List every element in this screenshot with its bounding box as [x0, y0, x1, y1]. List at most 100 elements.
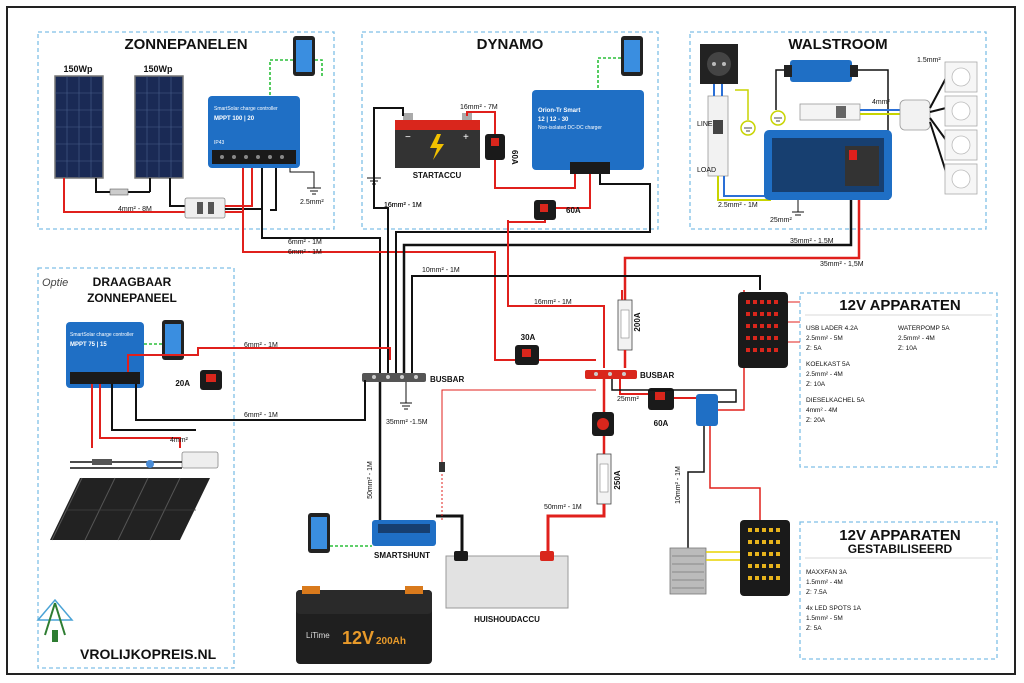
apps-stab-subtitle: GESTABILISEERD	[848, 542, 953, 556]
portable-cable-label: 4mm²	[170, 437, 189, 444]
shore-cable3-label: 4mm²	[872, 99, 891, 106]
start-battery-label: STARTACCU	[413, 171, 462, 180]
brand-logo	[36, 598, 74, 642]
portable-title-2: ZONNEPANEEL	[87, 291, 177, 305]
lithium-battery: LiTime 12V 200Ah	[296, 586, 432, 664]
solar-panel-2	[134, 75, 184, 179]
app-3-name: WATERPOMP 5A	[898, 325, 950, 332]
app-3-fuse: Z: 10A	[898, 345, 918, 352]
diagram-frame	[6, 6, 1016, 675]
mppt-75-15-controller: SmartSolar charge controller MPPT 75 | 1…	[66, 322, 144, 388]
mppt-controller-line1: SmartSolar charge controller	[214, 106, 278, 112]
ground-cable-label: 35mm² -1.5M	[386, 419, 428, 426]
orion-line1: Orion-Tr Smart	[538, 108, 580, 114]
wall-sockets	[944, 61, 978, 195]
orion-line3: Non-isolated DC-DC charger	[538, 125, 602, 131]
multiplus-inverter-charger	[764, 130, 892, 200]
app-2-fuse: Z: 20A	[806, 417, 826, 424]
app-2-name: DIESELKACHEL 5A	[806, 397, 865, 404]
orion-line2: 12 | 12 - 30	[538, 117, 569, 123]
apps-title: 12V APPARATEN	[839, 297, 960, 314]
app-list: USB LADER 4.2A 2.5mm² - 5M Z: 5A KOELKAS…	[806, 325, 950, 424]
pv-disconnect-switch	[184, 197, 226, 219]
portable-neg-wire-label: 6mm² - 1M	[244, 412, 278, 419]
app-1-name: KOELKAST 5A	[806, 361, 851, 368]
portable-pos-wire-label: 6mm² - 1M	[244, 342, 278, 349]
start-neg-wire-label: 16mm² - 1M	[384, 202, 422, 209]
distribution-box	[799, 103, 861, 121]
shore-line-label: LINE	[697, 121, 713, 128]
phone-icon	[293, 36, 315, 76]
solar-section-box	[37, 31, 335, 230]
shore-main2-label: 35mm² - 1,5M	[820, 261, 864, 268]
shore-load-label: LOAD	[697, 167, 716, 174]
fusebox-neg-wire-label: 10mm² - 1M	[422, 267, 460, 274]
panel-cable-label: 4mm² - 8M	[118, 206, 152, 213]
negative-busbar	[362, 373, 426, 382]
shore-cable2-label: 1.5mm²	[917, 57, 941, 64]
smartshunt	[372, 520, 436, 546]
shore-cable1-label: 2.5mm² - 1M	[718, 202, 758, 209]
dynamo-cable1-label: 16mm² - 7M	[460, 104, 498, 111]
option-label: Optie	[42, 277, 68, 289]
app-stab-list: MAXXFAN 3A 1.5mm² - 4M Z: 7.5A 4x LED SP…	[806, 569, 862, 632]
app-0-name: USB LADER 4.2A	[806, 325, 859, 332]
mppt75-line1: SmartSolar charge controller	[70, 332, 134, 338]
solar-title: ZONNEPANELEN	[124, 36, 247, 53]
mppt75-line2: MPPT 75 | 15	[70, 342, 107, 348]
lithium-voltage: 12V	[342, 628, 374, 648]
app-stab-0-fuse: Z: 7.5A	[806, 589, 828, 596]
app-stab-0-name: MAXXFAN 3A	[806, 569, 847, 576]
busbar-right-label: BUSBAR	[640, 371, 674, 380]
solar-neg-wire-label: 6mm² - 1M	[288, 239, 322, 246]
brand-name: VROLIJKOPREIS.NL	[80, 646, 217, 662]
orion-dc-dc-charger: Orion-Tr Smart 12 | 12 - 30 Non-isolated…	[532, 90, 644, 174]
app-stab-1-fuse: Z: 5A	[806, 625, 822, 632]
apps-stab-title: 12V APPARATEN	[839, 527, 960, 544]
fuse-box-stabilized	[740, 520, 790, 596]
house-pos-cable-label: 50mm² - 1M	[544, 504, 582, 511]
portable-solar-panel	[50, 477, 210, 541]
start-battery: − +	[395, 113, 480, 168]
shunt-neg-cable-label: 50mm² - 1M	[367, 461, 374, 499]
orion-pos-wire-label: 16mm² - 1M	[534, 299, 572, 306]
phone-icon	[162, 320, 184, 360]
mppt-controller-line2: MPPT 100 | 20	[214, 116, 255, 122]
stabilizer-cable-label: 10mm² - 1M	[675, 466, 682, 504]
app-stab-0-cable: 1.5mm² - 4M	[806, 579, 843, 586]
phone-icon	[621, 36, 643, 76]
positive-busbar	[585, 370, 637, 379]
fuse-60a-house-label: 60A	[654, 419, 669, 428]
fuse-250a-label: 250A	[613, 470, 622, 489]
fuse-30a-label: 30A	[521, 333, 536, 342]
orion-fuse-label: 60A	[566, 206, 581, 215]
app-stab-1-cable: 1.5mm² - 5M	[806, 615, 843, 622]
apps-section-box	[799, 292, 998, 468]
start-fuse-label: 60A	[510, 150, 519, 165]
shore-title: WALSTROOM	[788, 36, 887, 53]
app-1-cable: 2.5mm² - 4M	[806, 371, 843, 378]
solar-pos-wire-label: 6mm² - 1M	[288, 249, 322, 256]
dynamo-cable2-label: 16mm² - 1M	[384, 202, 422, 209]
mppt-controller-line3: IP43	[214, 140, 225, 146]
house-battery	[445, 551, 569, 609]
portable-title-1: DRAAGBAAR	[93, 275, 172, 289]
app-2-cable: 4mm² - 4M	[806, 407, 837, 414]
junction-box	[899, 99, 931, 131]
dynamo-section-box	[361, 31, 659, 230]
app-1-fuse: Z: 10A	[806, 381, 826, 388]
fuse-20a-label: 20A	[175, 379, 190, 388]
app-0-cable: 2.5mm² - 5M	[806, 335, 843, 342]
app-0-fuse: Z: 5A	[806, 345, 822, 352]
solar-ground-label: 2.5mm²	[300, 199, 324, 206]
voltage-stabilizer	[669, 547, 707, 595]
apps-stab-section-box	[799, 521, 998, 660]
battery-main-switch	[592, 412, 614, 436]
lithium-capacity: 200Ah	[376, 636, 406, 647]
rcd-breaker	[707, 95, 729, 177]
fuse-box-12v	[738, 292, 788, 368]
shore-inlet	[700, 44, 738, 84]
dynamo-title: DYNAMO	[477, 36, 544, 53]
shore-cable4-label: 25mm²	[770, 217, 792, 224]
